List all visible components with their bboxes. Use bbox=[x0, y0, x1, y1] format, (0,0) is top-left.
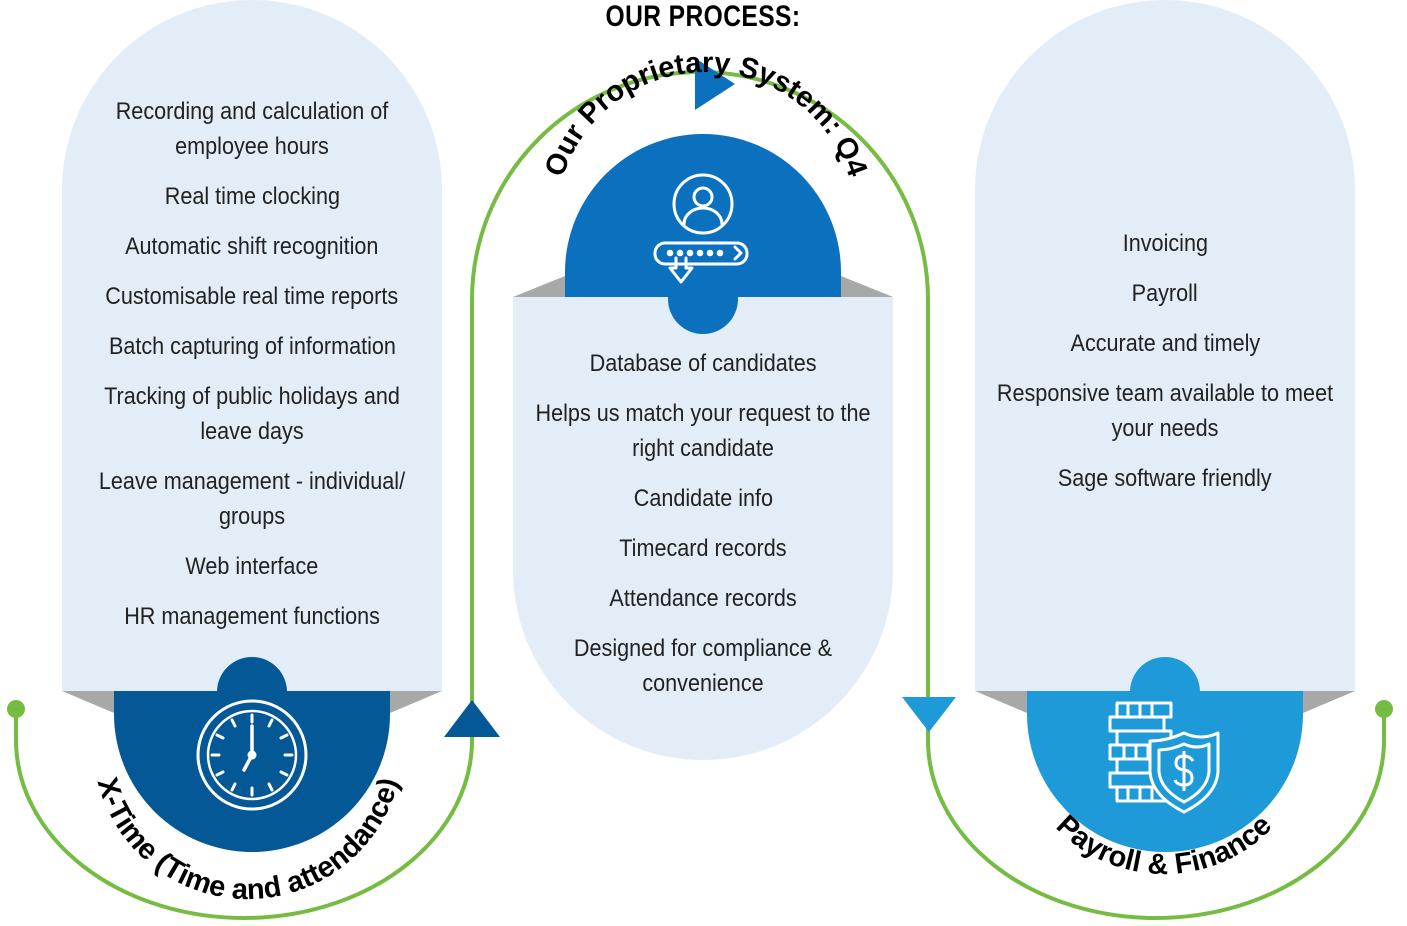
flow-arrow-down bbox=[902, 697, 956, 732]
feature-item: Customisable real time reports bbox=[62, 279, 442, 314]
feature-item-label: Database of candidates bbox=[589, 350, 817, 377]
fold-left-2 bbox=[513, 276, 565, 297]
feature-item: Automatic shift recognition bbox=[62, 229, 442, 264]
feature-item: Tracking of public holidays and leave da… bbox=[62, 379, 442, 449]
feature-item-label: Recording and calculation of employee ho… bbox=[115, 98, 389, 160]
feature-item-label: Automatic shift recognition bbox=[125, 233, 379, 260]
feature-item: Helps us match your request to the right… bbox=[513, 396, 893, 466]
feature-item: Web interface bbox=[62, 549, 442, 584]
feature-item: Timecard records bbox=[513, 531, 893, 566]
feature-item: Candidate info bbox=[513, 481, 893, 516]
feature-item-label: Tracking of public holidays and leave da… bbox=[104, 383, 400, 445]
header-q4 bbox=[565, 134, 841, 297]
feature-item: Leave management - individual/ groups bbox=[62, 464, 442, 534]
fold-left-1 bbox=[62, 691, 114, 713]
feature-item-label: Timecard records bbox=[619, 535, 787, 562]
feature-item-label: Leave management - individual/ groups bbox=[98, 468, 406, 530]
feature-item-label: Web interface bbox=[185, 553, 319, 580]
fold-right-1 bbox=[390, 691, 442, 713]
clock-icon bbox=[196, 699, 308, 811]
feature-item: Responsive team available to meet your n… bbox=[975, 376, 1355, 446]
feature-item: Real time clocking bbox=[62, 179, 442, 214]
flow-arrow-up bbox=[444, 700, 500, 737]
header-x-time bbox=[114, 691, 390, 852]
feature-item: Batch capturing of information bbox=[62, 329, 442, 364]
feature-item-label: Batch capturing of information bbox=[108, 333, 396, 360]
feature-item-label: Sage software friendly bbox=[1058, 465, 1272, 492]
flow-start-dot bbox=[7, 700, 25, 718]
feature-item-label: Designed for compliance & convenience bbox=[573, 635, 833, 697]
feature-item-label: Accurate and timely bbox=[1070, 330, 1260, 357]
panel-q4 bbox=[513, 297, 893, 760]
feature-item: Attendance records bbox=[513, 581, 893, 616]
panel-x-time bbox=[62, 0, 442, 691]
panel-payroll bbox=[975, 0, 1355, 691]
flow-arrow-right bbox=[695, 58, 735, 110]
fold-left-3 bbox=[975, 691, 1027, 713]
feature-item: Database of candidates bbox=[513, 346, 893, 381]
feature-item: Designed for compliance & convenience bbox=[513, 631, 893, 701]
feature-item: Sage software friendly bbox=[975, 461, 1355, 496]
secure-money-icon bbox=[1108, 701, 1220, 814]
feature-item-label: Real time clocking bbox=[164, 183, 340, 210]
fold-right-3 bbox=[1303, 691, 1355, 713]
feature-item: HR management functions bbox=[62, 599, 442, 634]
feature-item-label: HR management functions bbox=[124, 603, 380, 630]
feature-item: Payroll bbox=[975, 276, 1355, 311]
feature-item-label: Customisable real time reports bbox=[105, 283, 399, 310]
feature-item-label: Responsive team available to meet your n… bbox=[996, 380, 1334, 442]
fold-right-2 bbox=[841, 276, 893, 297]
feature-item: Accurate and timely bbox=[975, 326, 1355, 361]
feature-item-label: Attendance records bbox=[609, 585, 797, 612]
feature-item: Invoicing bbox=[975, 226, 1355, 261]
feature-item-label: Helps us match your request to the right… bbox=[535, 400, 871, 462]
feature-item: Recording and calculation of employee ho… bbox=[62, 94, 442, 164]
feature-item-label: Candidate info bbox=[633, 485, 773, 512]
feature-item-label: Invoicing bbox=[1122, 230, 1208, 257]
page-title: OUR PROCESS: bbox=[605, 0, 801, 33]
feature-item-label: Payroll bbox=[1131, 280, 1199, 307]
x-time-feature-list: Recording and calculation of employee ho… bbox=[62, 94, 442, 649]
flow-end-dot bbox=[1375, 700, 1393, 718]
user-login-icon bbox=[653, 173, 749, 284]
